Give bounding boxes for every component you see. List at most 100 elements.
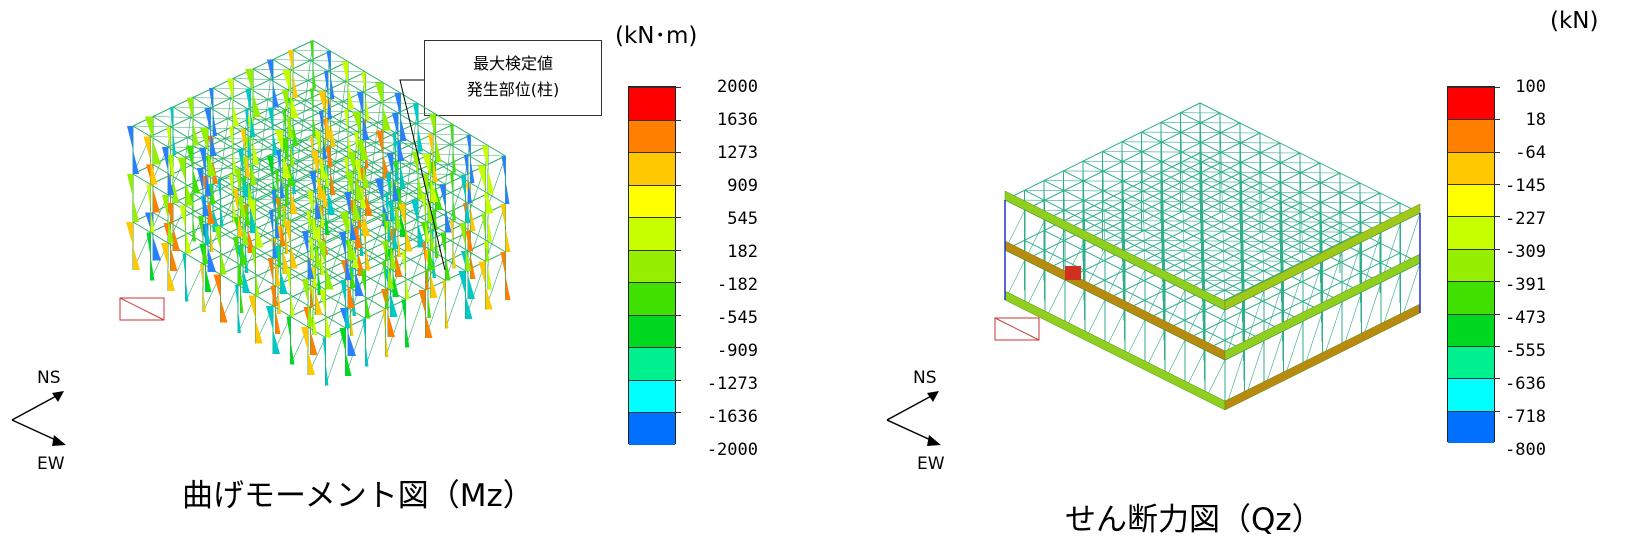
moment-triangle <box>500 252 506 276</box>
moment-triangle <box>485 237 490 262</box>
roof-brace <box>377 102 381 123</box>
scale-tick <box>1494 313 1500 315</box>
moment-triangle <box>390 197 396 221</box>
moment-triangle <box>276 150 281 174</box>
shear-unit-label: (kN) <box>1550 8 1599 34</box>
moment-triangle <box>358 156 362 180</box>
scale-tick <box>675 87 681 88</box>
scale-label: -555 <box>1505 341 1546 361</box>
moment-triangle <box>439 184 446 209</box>
roof-brace <box>1102 171 1104 191</box>
moment-triangle <box>339 232 346 256</box>
moment-triangle <box>168 171 174 195</box>
moment-triangle <box>290 292 295 317</box>
roof-brace <box>1102 151 1104 172</box>
scale-band <box>1448 87 1494 120</box>
wall-brace <box>385 299 406 358</box>
moment-triangle <box>234 169 241 193</box>
moment-triangle <box>271 190 276 214</box>
moment-triangle <box>233 189 238 213</box>
moment-triangle <box>360 270 366 295</box>
moment-triangle <box>250 161 257 185</box>
roof-brace <box>1063 170 1065 191</box>
scale-label: 100 <box>1515 77 1546 97</box>
roof-brace <box>1221 172 1223 192</box>
moment-triangle <box>247 199 256 224</box>
moment-triangle <box>229 126 233 151</box>
roof-brace <box>1123 220 1125 241</box>
shear-peak <box>1065 266 1081 280</box>
moment-triangle <box>168 267 175 291</box>
moment-triangle <box>127 126 133 150</box>
scale-tick <box>675 314 681 316</box>
moment-triangle <box>328 95 332 119</box>
moment-triangle <box>344 109 348 134</box>
roof-brace <box>305 80 309 101</box>
moment-triangle <box>282 110 286 134</box>
roof-brace <box>1162 201 1164 221</box>
roof-brace <box>332 161 336 182</box>
moment-triangle <box>412 151 418 176</box>
moment-triangle <box>315 195 322 219</box>
beam-member <box>325 251 506 338</box>
moment-triangle <box>425 218 430 242</box>
scale-band <box>1448 184 1494 217</box>
moment-triangle <box>235 285 238 309</box>
moment-triangle <box>357 92 363 116</box>
moment-triangle <box>240 193 247 217</box>
moment-triangle <box>313 311 317 335</box>
moment-triangle <box>320 203 325 227</box>
moment-triangle <box>398 233 401 257</box>
moment-triangle <box>453 244 456 269</box>
moment-triangle <box>203 288 206 312</box>
moment-triangle <box>324 71 328 95</box>
roof-brace <box>1063 190 1065 211</box>
moment-triangle <box>360 136 369 160</box>
roof-brace <box>1262 231 1264 252</box>
moment-triangle <box>213 160 218 184</box>
support-symbol <box>994 317 1040 341</box>
scale-label: 1273 <box>717 143 758 163</box>
roof-brace <box>302 100 306 121</box>
moment-triangle <box>425 266 429 290</box>
beam-member <box>167 61 349 148</box>
roof-brace <box>1203 260 1205 281</box>
moment-triangle <box>458 271 466 295</box>
roof-brace <box>1359 182 1361 203</box>
roof-brace <box>1321 222 1323 242</box>
moment-unit-label: (kN･m) <box>615 23 698 49</box>
moment-triangle <box>290 340 295 365</box>
support-symbol <box>994 317 1040 341</box>
scale-band <box>1448 378 1494 411</box>
moment-triangle <box>170 199 174 223</box>
moment-triangle <box>187 97 193 122</box>
moment-triangle <box>143 136 151 161</box>
roof-brace <box>1142 171 1144 192</box>
moment-triangle <box>177 157 186 182</box>
moment-triangle <box>375 178 383 203</box>
beam-member <box>1024 189 1245 301</box>
moment-triangle <box>430 226 435 250</box>
roof-brace <box>407 163 411 184</box>
roof-brace <box>1200 142 1202 163</box>
roof-brace <box>1183 230 1185 251</box>
moment-triangle <box>238 309 241 333</box>
roof-brace <box>1300 172 1302 193</box>
moment-triangle <box>445 208 452 233</box>
moment-triangle <box>310 88 313 113</box>
moment-triangle <box>319 289 326 314</box>
roof-brace <box>342 81 346 102</box>
beam-member <box>185 71 366 158</box>
moment-triangle <box>208 200 215 224</box>
moment-triangle <box>428 134 433 158</box>
roof-brace <box>1182 211 1184 231</box>
moment-triangle <box>466 135 471 159</box>
moment-triangle <box>150 208 155 233</box>
roof-brace <box>337 121 341 142</box>
scale-label: -636 <box>1505 374 1546 394</box>
scale-label: -545 <box>717 308 758 328</box>
moment-triangle <box>365 96 370 120</box>
moment-triangle <box>302 279 308 303</box>
moment-triangle <box>213 112 217 136</box>
moment-triangle <box>238 213 243 237</box>
